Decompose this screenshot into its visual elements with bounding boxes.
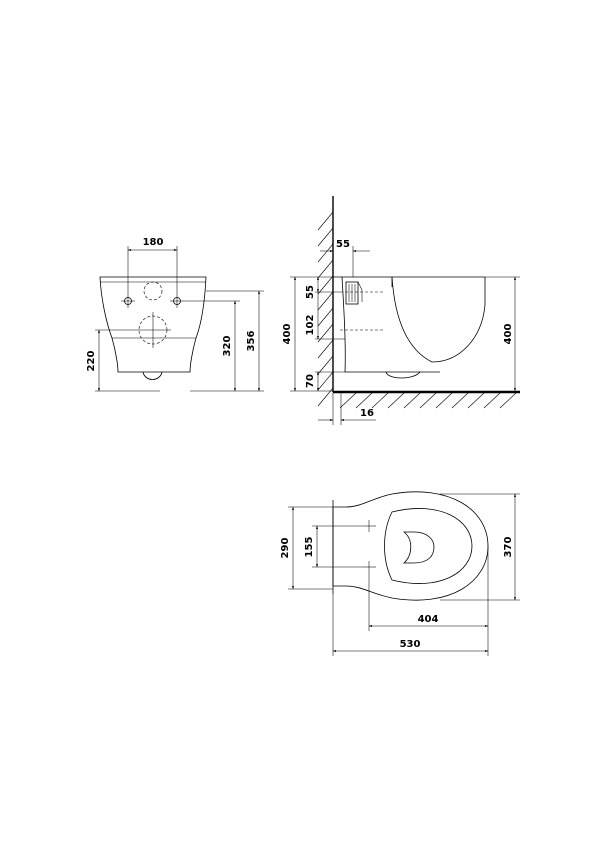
dim-320: 320 [222,336,233,357]
front-inlet-dashed [143,281,163,301]
dim-180: 180 [143,237,164,248]
wall-hatch [317,211,334,407]
top-fixing-hole-bottom [362,561,376,573]
dim-55-left: 55 [305,285,316,299]
side-outlet [385,371,421,379]
dim-16: 16 [360,408,374,419]
top-view: 290 155 370 404 530 [280,491,520,656]
dim-220: 220 [86,351,97,372]
side-inlet-fitting [345,281,363,305]
front-outlet [142,371,163,380]
dim-404: 404 [418,614,439,625]
dim-370: 370 [503,537,514,558]
dim-400-right: 400 [503,324,514,345]
top-fixing-hole-top [362,520,376,532]
side-view: 55 400 55 102 70 400 16 [282,196,520,425]
dim-356: 356 [246,331,257,352]
dim-70: 70 [305,374,316,388]
dim-530: 530 [400,639,421,650]
dim-155: 155 [304,537,315,558]
dim-55-top: 55 [336,239,350,250]
top-rim-d-shape [402,531,435,564]
floor-hatch [339,392,517,409]
top-bowl-inner [384,508,473,584]
front-fixing-hole-right [170,294,184,308]
front-view: 180 220 320 356 [86,237,264,392]
side-bowl-outline [391,276,486,363]
dim-102: 102 [305,315,316,336]
dim-290: 290 [280,538,291,559]
dim-400-left: 400 [282,324,293,345]
front-fixing-hole-left [121,294,135,308]
front-bowl-outline [99,276,207,373]
